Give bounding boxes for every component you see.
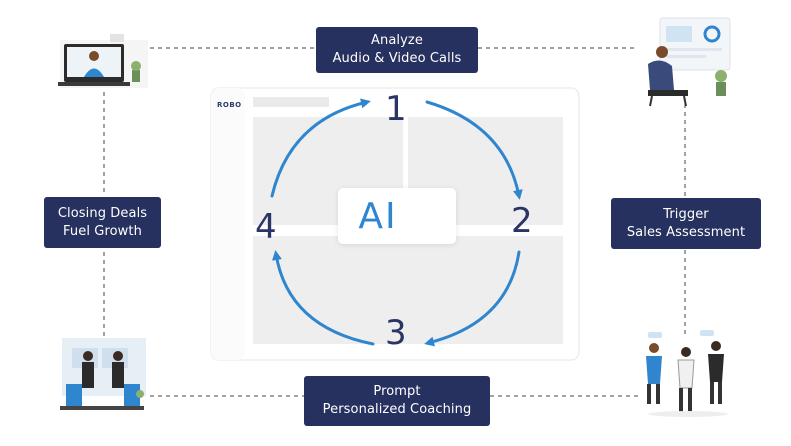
app-logo: ROBO — [217, 101, 242, 109]
handshake-deal-illustration — [60, 338, 146, 410]
cycle-arrows — [270, 98, 523, 347]
trigger-assessment-label: Trigger Sales Assessment — [611, 198, 761, 249]
dashed-connectors — [103, 47, 686, 397]
team-coaching-illustration — [646, 330, 728, 417]
arrow-4-to-1 — [270, 98, 371, 198]
arrow-1-to-2 — [425, 100, 523, 200]
video-call-illustration — [58, 34, 148, 88]
prompt-coaching-label: Prompt Personalized Coaching — [304, 376, 490, 426]
ai-label: AI — [358, 195, 398, 237]
step-3-number: 3 — [385, 313, 407, 353]
closing-deals-label: Closing Deals Fuel Growth — [44, 197, 161, 248]
trigger-line-2: Sales Assessment — [626, 224, 746, 240]
analyze-calls-label: Analyze Audio & Video Calls — [316, 27, 478, 73]
closing-line-1: Closing Deals — [57, 205, 148, 221]
analyst-dashboard-illustration — [648, 17, 731, 107]
prompt-line-2: Personalized Coaching — [322, 402, 472, 417]
closing-line-2: Fuel Growth — [63, 223, 142, 239]
ai-center-card: AI — [338, 188, 456, 244]
analyze-line-2: Audio & Video Calls — [332, 51, 462, 66]
analyze-line-1: Analyze — [371, 33, 423, 48]
arrow-3-to-4 — [272, 250, 375, 346]
arrow-2-to-3 — [424, 250, 521, 347]
prompt-line-1: Prompt — [373, 384, 421, 399]
trigger-line-1: Trigger — [663, 206, 709, 222]
step-2-number: 2 — [511, 201, 533, 241]
step-1-number: 1 — [385, 89, 407, 129]
step-4-number: 4 — [255, 207, 277, 247]
